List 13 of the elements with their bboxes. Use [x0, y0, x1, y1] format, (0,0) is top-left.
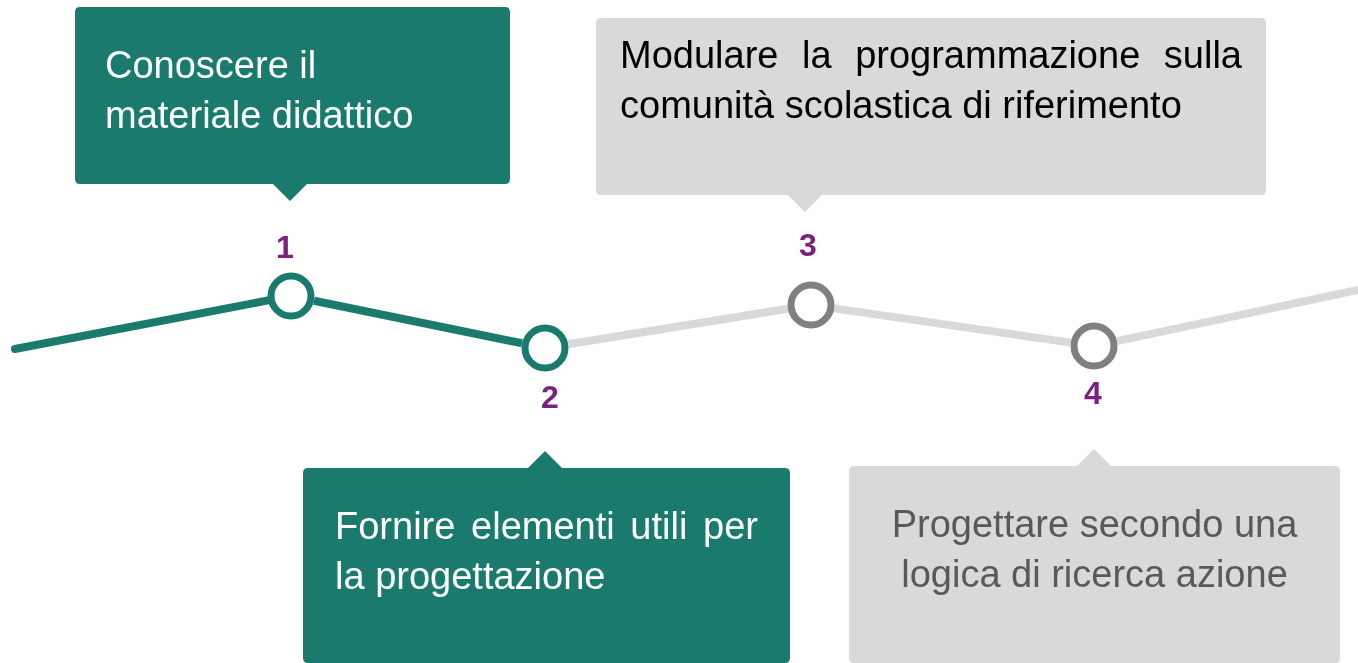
step-number: 3 [798, 227, 818, 263]
callout-text: Conoscere il materiale didattico [105, 43, 415, 138]
timeline-line [313, 296, 523, 348]
timeline-line [1116, 286, 1358, 346]
callout-text: Progettare secondo una logica di ricerca azione [890, 502, 1299, 597]
step-number: 2 [540, 379, 560, 415]
timeline-line [567, 304, 789, 349]
timeline-line [11, 296, 272, 353]
callout-text: Fornire elementi utili per la progettazione [335, 504, 758, 599]
timeline-line [833, 304, 1072, 347]
callout-text: Modulare la programmazione sulla comunità scolastica di riferimento [620, 33, 1242, 128]
step-number: 1 [275, 229, 295, 265]
step-number: 4 [1083, 375, 1103, 411]
